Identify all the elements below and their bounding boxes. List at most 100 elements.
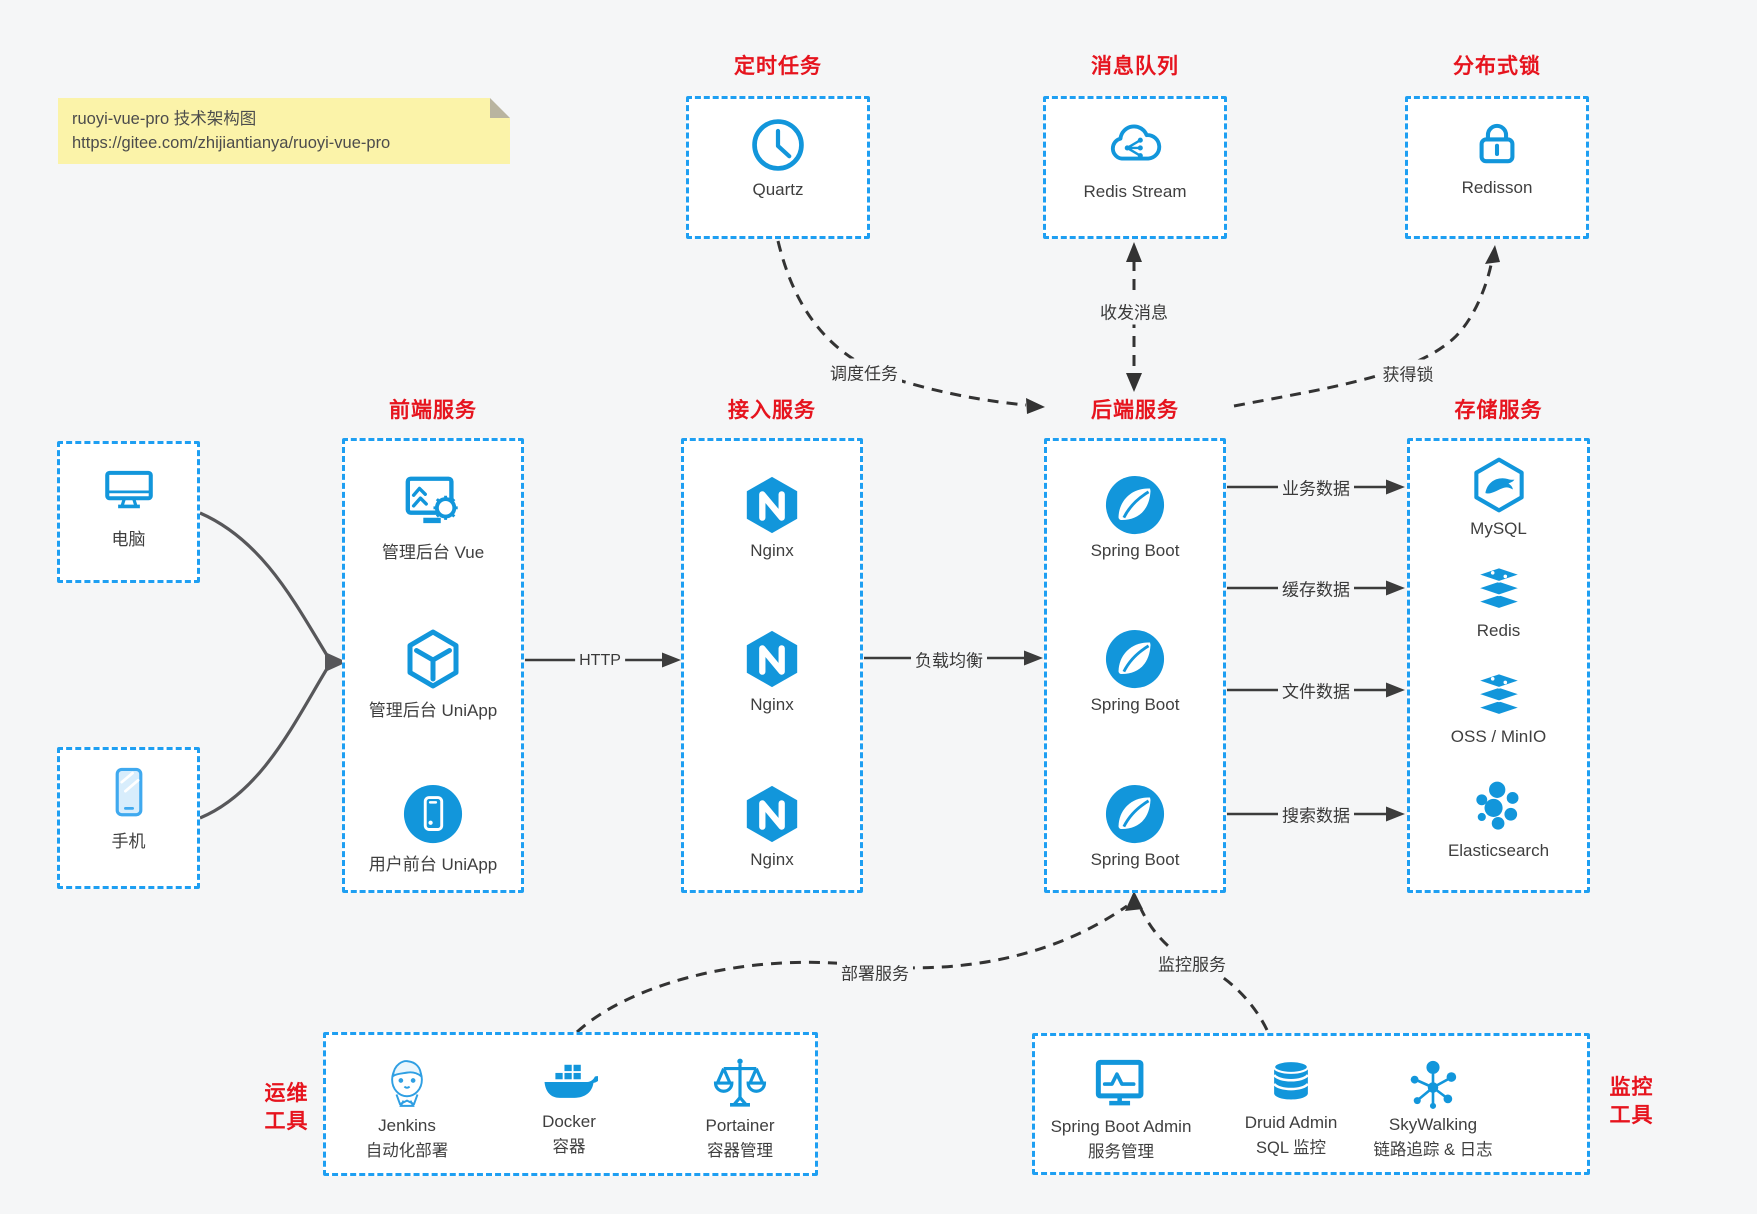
node-label-user-uniapp: 用户前台 UniApp [368,855,498,874]
tool-desc-docker: 容器 [552,1138,586,1156]
monitoring-side-label-line1: 监控 [1609,1076,1654,1099]
arrowhead-file [1386,682,1405,698]
tool-name-druid-admin: Druid Admin [1244,1113,1338,1132]
spring-boot-icon [1104,783,1166,845]
skywalking-icon [1405,1056,1461,1112]
pc-client-box: 电脑 [57,441,200,583]
edge-label-deploy: 部署服务 [837,958,913,986]
node-label-phone: 手机 [111,832,146,851]
node-label-elasticsearch: Elasticsearch [1447,841,1550,860]
arrowhead-lock [1485,245,1500,264]
node-label-quartz: Quartz [752,180,804,199]
tool-name-skywalking: SkyWalking [1388,1115,1478,1134]
monitoring-side-label: 监控 工具 [1594,1074,1669,1130]
arrowhead-schedule [1026,398,1045,414]
cloud-stream-icon [1104,115,1166,177]
spring-boot-admin-icon [1092,1056,1150,1114]
portainer-icon [711,1055,769,1113]
elasticsearch-icon [1470,778,1528,836]
edge-lock-curve [1233,259,1494,408]
desktop-icon [100,462,158,520]
tool-name-jenkins: Jenkins [378,1116,436,1135]
clock-icon [748,115,808,175]
node-label-admin-vue: 管理后台 Vue [381,543,485,562]
edge-label-business-data: 业务数据 [1278,473,1354,501]
spring-boot-icon [1104,628,1166,690]
tool-name-portainer: Portainer [705,1116,775,1135]
distributed-lock-box: Redisson [1405,96,1589,239]
message-queue-box: Redis Stream [1043,96,1227,239]
scheduled-tasks-box: Quartz [686,96,870,239]
edge-label-load-balance: 负载均衡 [911,645,987,673]
druid-icon [1264,1056,1318,1110]
group-title-distributed-lock: 分布式锁 [1453,55,1541,78]
sticky-note: ruoyi-vue-pro 技术架构图 https://gitee.com/zh… [58,98,510,164]
redis-icon [1470,562,1528,616]
user-app-icon [402,783,464,845]
node-label-redisson: Redisson [1461,178,1533,197]
arrowhead-search [1386,806,1405,822]
tool-desc-portainer: 容器管理 [707,1142,773,1160]
node-label-nginx-1: Nginx [750,541,794,560]
access-box: Nginx Nginx Nginx [681,438,863,893]
backend-box: Spring Boot Spring Boot Spring Boot [1044,438,1226,893]
tool-desc-jenkins: 自动化部署 [365,1142,449,1160]
edge-label-schedule: 调度任务 [826,358,902,386]
node-label-oss-minio: OSS / MinIO [1450,727,1547,746]
note-title: ruoyi-vue-pro 技术架构图 [72,110,257,128]
node-label-pc: 电脑 [111,530,146,549]
column-title-storage: 存储服务 [1454,399,1543,422]
phone-client-box: 手机 [57,747,200,889]
group-title-scheduled-tasks: 定时任务 [734,55,822,78]
edge-pc-frontend [199,511,330,658]
arrowhead-lb [1024,650,1043,666]
mysql-icon [1470,456,1528,514]
node-label-springboot-2: Spring Boot [1090,695,1180,714]
docker-icon [540,1055,598,1109]
lock-icon [1468,115,1526,173]
ops-side-label: 运维 工具 [249,1080,324,1136]
edge-label-http: HTTP [575,651,625,671]
ops-tools-box: Jenkins 自动化部署 Docker 容器 Portainer 容器管理 [323,1032,818,1176]
monitoring-side-label-line2: 工具 [1609,1104,1654,1127]
nginx-icon [741,474,803,536]
oss-minio-icon [1470,668,1528,722]
monitoring-tools-box: Spring Boot Admin 服务管理 Druid Admin SQL 监… [1032,1033,1590,1175]
arrowhead-biz [1386,479,1405,495]
node-label-springboot-1: Spring Boot [1090,541,1180,560]
ops-side-label-line1: 运维 [264,1082,309,1105]
node-label-redis: Redis [1476,621,1521,640]
edge-label-file-data: 文件数据 [1278,676,1354,704]
arrowhead-backend-bottom [1125,891,1143,911]
edge-label-monitor: 监控服务 [1154,949,1230,977]
arrowhead-http [662,652,681,668]
arrowhead-cache [1386,580,1405,596]
edge-schedule-curve [776,240,1027,407]
arrowhead-mq-up [1126,242,1142,262]
node-label-springboot-3: Spring Boot [1090,850,1180,869]
smartphone-icon [100,764,158,822]
jenkins-icon [379,1055,435,1113]
ops-side-label-line2: 工具 [264,1110,309,1133]
note-url: https://gitee.com/zhijiantianya/ruoyi-vu… [72,134,391,152]
nginx-icon [741,783,803,845]
storage-box: MySQL Redis OSS / MinIO Elasticsearch [1407,438,1590,893]
node-label-admin-uniapp: 管理后台 UniApp [368,701,498,720]
edge-label-mq: 收发消息 [1096,297,1172,325]
edge-phone-frontend [199,666,330,820]
tool-desc-skywalking: 链路追踪 & 日志 [1373,1141,1493,1159]
nginx-icon [741,628,803,690]
tool-desc-spring-boot-admin: 服务管理 [1088,1143,1154,1161]
node-label-nginx-3: Nginx [750,850,794,869]
group-title-message-queue: 消息队列 [1091,55,1179,78]
admin-vue-icon [400,471,466,533]
edge-label-search-data: 搜索数据 [1278,800,1354,828]
column-title-backend: 后端服务 [1091,399,1179,422]
arrowhead-mq-down [1126,373,1142,392]
node-label-nginx-2: Nginx [750,695,794,714]
uniapp-cube-icon [401,627,465,691]
tool-name-docker: Docker [542,1112,596,1131]
spring-boot-icon [1104,474,1166,536]
node-label-mysql: MySQL [1470,519,1527,538]
